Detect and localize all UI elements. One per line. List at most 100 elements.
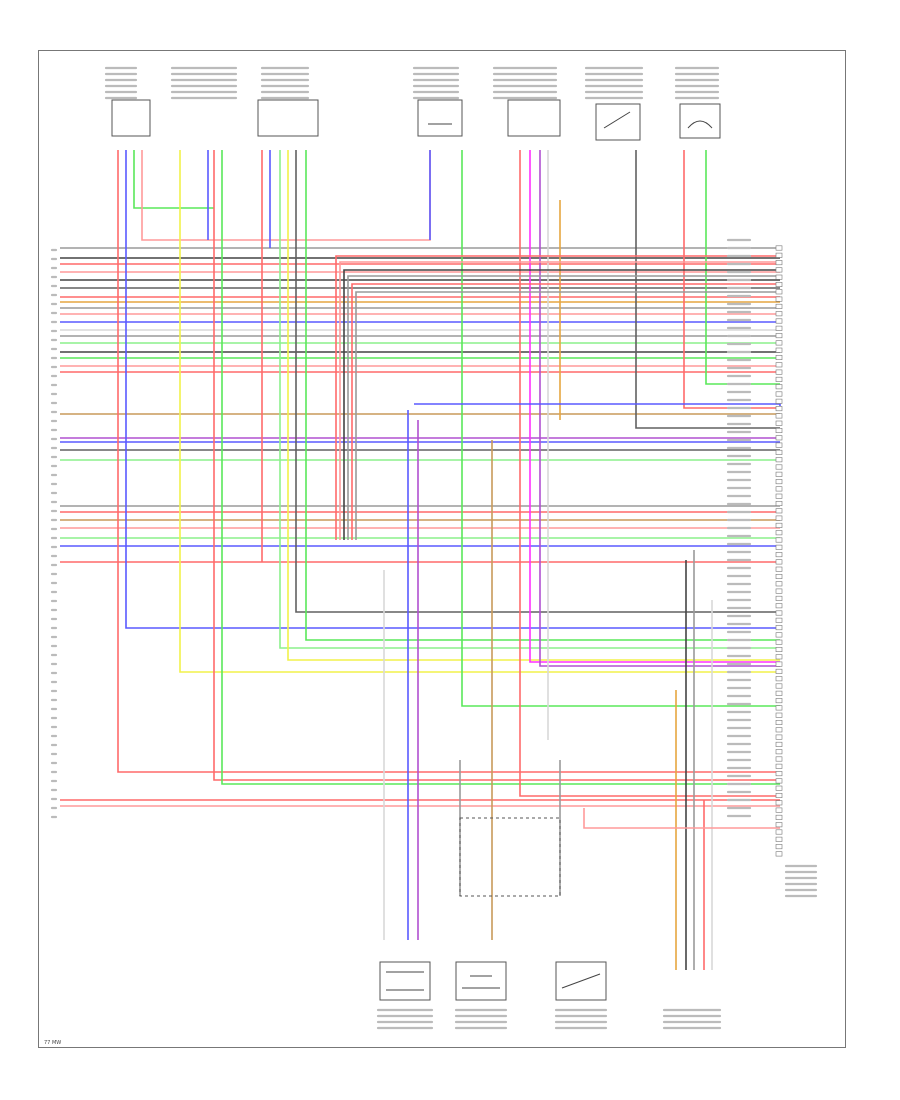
connector-pin	[775, 333, 783, 339]
diagram-frame	[38, 50, 846, 1048]
connector-pin	[775, 785, 783, 791]
connector-pin	[775, 471, 783, 477]
connector-pin	[775, 500, 783, 506]
wire-lightgreen-42	[279, 150, 780, 649]
connector-pin	[775, 617, 783, 623]
connector-pin	[775, 384, 783, 390]
wire-yellow-36	[179, 150, 780, 673]
connector-pin	[775, 668, 783, 674]
connector-pin	[775, 449, 783, 455]
connector-pin	[775, 683, 783, 689]
connector-pin	[775, 245, 783, 251]
connector-pin	[775, 654, 783, 660]
connector-pin	[775, 354, 783, 360]
connector-pin	[775, 822, 783, 828]
connector-pins	[775, 245, 783, 857]
connector-pin	[775, 303, 783, 309]
connector-pin	[775, 741, 783, 747]
connector-pin	[775, 661, 783, 667]
connector-pin	[775, 778, 783, 784]
connector-pin	[775, 588, 783, 594]
components-layer	[111, 99, 721, 1001]
connector-pin	[775, 515, 783, 521]
wires-layer	[60, 150, 781, 970]
motor-symbol-1	[386, 971, 424, 991]
connector-pin	[775, 573, 783, 579]
connector-pin	[775, 260, 783, 266]
connector-pin	[775, 566, 783, 572]
connector-pin	[775, 398, 783, 404]
wire-gray-59	[347, 275, 780, 540]
sensor-box-6	[595, 103, 641, 141]
connector-pin	[775, 537, 783, 543]
connector-pin	[775, 457, 783, 463]
connector-pin	[775, 632, 783, 638]
relay-dashed-box	[459, 817, 561, 897]
connector-pin	[775, 267, 783, 273]
connector-pin	[775, 595, 783, 601]
connector-pin	[775, 807, 783, 813]
connector-pin	[775, 493, 783, 499]
connector-pin	[775, 559, 783, 565]
sensor-box-3	[257, 99, 319, 137]
connector-pin	[775, 347, 783, 353]
connector-pin	[775, 544, 783, 550]
connector-pin	[775, 406, 783, 412]
connector-pin	[775, 486, 783, 492]
connector-pin	[775, 814, 783, 820]
connector-pin	[775, 690, 783, 696]
connector-pin	[775, 763, 783, 769]
label-marks	[50, 66, 818, 1030]
sensor-box-4	[417, 99, 463, 137]
component-symbols	[386, 111, 713, 991]
connector-pin	[775, 252, 783, 258]
connector-pin	[775, 836, 783, 842]
connector-pin	[775, 851, 783, 857]
connector-pin	[775, 362, 783, 368]
connector-pin	[775, 296, 783, 302]
wire-pink-74	[583, 808, 780, 829]
wire-green-47	[461, 150, 780, 707]
connector-pin	[775, 844, 783, 850]
connector-pin	[775, 552, 783, 558]
connector-pin	[775, 427, 783, 433]
sensor-box-1	[111, 99, 151, 137]
wire-pink-57	[339, 261, 780, 540]
connector-pin	[775, 829, 783, 835]
sensor-symbol-7	[687, 120, 713, 129]
motor-symbol-3	[561, 973, 601, 989]
connector-pin	[775, 442, 783, 448]
wire-green-55	[705, 150, 780, 385]
connector-pin	[775, 756, 783, 762]
wire-green-45	[305, 150, 780, 641]
connector-pin	[775, 318, 783, 324]
sensor-box-5	[507, 99, 561, 137]
wire-black-58	[343, 269, 780, 540]
connector-pin	[775, 369, 783, 375]
connector-pin	[775, 800, 783, 806]
connector-pin	[775, 376, 783, 382]
connector-pin	[775, 705, 783, 711]
connector-pin	[775, 771, 783, 777]
motor-symbol-2	[462, 975, 500, 989]
connector-pin	[775, 435, 783, 441]
connector-pin	[775, 391, 783, 397]
bottom-component-2	[455, 961, 507, 1001]
wire-magenta-49	[529, 150, 780, 663]
wire-green-39	[221, 150, 780, 785]
wire-gray-61	[355, 291, 780, 540]
connector-pin	[775, 479, 783, 485]
wire-blue-63	[414, 403, 781, 406]
connector-pin	[775, 727, 783, 733]
diagram-code: 77 MW	[44, 1040, 61, 1046]
wire-red-56	[335, 255, 780, 540]
connector-pin	[775, 639, 783, 645]
connector-pin	[775, 274, 783, 280]
connector-pin	[775, 792, 783, 798]
connector-pin	[775, 749, 783, 755]
connector-pin	[775, 325, 783, 331]
wire-red-32	[117, 150, 780, 773]
connector-pin	[775, 719, 783, 725]
connector-pin	[775, 625, 783, 631]
